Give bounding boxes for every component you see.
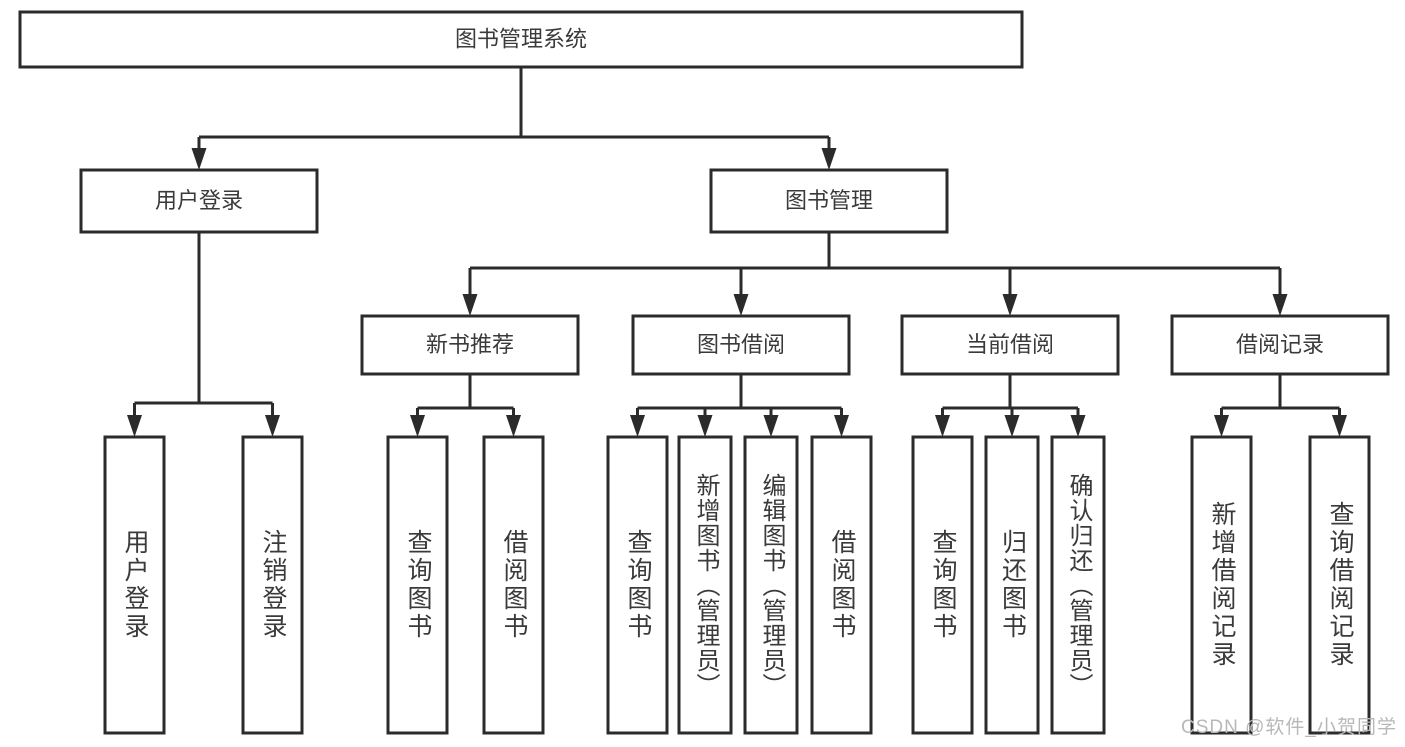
- node-leaf-query-record[interactable]: [1308, 435, 1371, 735]
- edge-user-login-to-leaf-logout-arrowhead: [265, 415, 280, 437]
- edge-bm-to-borrow-record-arrowhead: [1272, 294, 1288, 316]
- edge-bm-to-book-borrow-arrowhead: [733, 294, 749, 316]
- node-book-management-rect[interactable]: [709, 168, 949, 234]
- edge-borrow-record-to-leaf-add-record-arrowhead: [1214, 415, 1229, 437]
- edge-bm-to-current-borrow-arrowhead: [1002, 294, 1018, 316]
- node-user-login[interactable]: 用户登录: [79, 168, 319, 234]
- watermark-text: CSDN @软件_小贺同学: [1181, 717, 1397, 738]
- node-new-book-recommend-rect[interactable]: [360, 314, 580, 376]
- node-leaf-return-book-rect[interactable]: [984, 435, 1040, 735]
- node-book-borrow-rect[interactable]: [631, 314, 851, 376]
- edge-current-borrow-to-leaf-query-book-3-arrowhead: [935, 415, 950, 437]
- edge-root-to-book-management-arrowhead: [821, 148, 837, 170]
- edge-book-borrow-to-leaf-add-book-arrowhead: [697, 415, 713, 437]
- node-current-borrow-label: 当前借阅: [966, 332, 1054, 357]
- node-current-borrow[interactable]: 当前借阅: [900, 314, 1120, 376]
- node-leaf-logout[interactable]: [241, 435, 304, 735]
- node-leaf-borrow-book-2[interactable]: [810, 435, 873, 735]
- node-current-borrow-rect[interactable]: [900, 314, 1120, 376]
- node-leaf-query-book-2[interactable]: [606, 435, 669, 735]
- edge-book-borrow-to-leaf-edit-book-arrowhead: [763, 415, 779, 437]
- edge-book-borrow-to-leaf-query-book-2-arrowhead: [630, 415, 645, 437]
- node-leaf-user-login-rect[interactable]: [103, 435, 166, 735]
- node-leaf-borrow-book-1[interactable]: [482, 435, 545, 735]
- node-leaf-edit-book[interactable]: [743, 435, 799, 735]
- node-leaf-query-book-3[interactable]: [911, 435, 974, 735]
- node-user-login-label: 用户登录: [155, 188, 243, 213]
- node-leaf-add-book-rect[interactable]: [677, 435, 733, 735]
- node-borrow-record-label: 借阅记录: [1236, 332, 1324, 357]
- node-book-management-label: 图书管理: [785, 188, 873, 213]
- node-leaf-borrow-book-1-rect[interactable]: [482, 435, 545, 735]
- node-leaf-query-book-1-rect[interactable]: [386, 435, 449, 735]
- edge-bm-to-new-book-recommend-arrowhead: [462, 294, 478, 316]
- edge-current-borrow-to-leaf-return-book-arrowhead: [1004, 415, 1020, 437]
- node-borrow-record[interactable]: 借阅记录: [1170, 314, 1390, 376]
- node-leaf-query-record-rect[interactable]: [1308, 435, 1371, 735]
- node-new-book-recommend-label: 新书推荐: [426, 332, 514, 357]
- edge-root-to-user-login-arrowhead: [191, 148, 207, 170]
- node-book-borrow-label: 图书借阅: [697, 332, 785, 357]
- node-root-system[interactable]: 图书管理系统: [18, 10, 1024, 69]
- node-book-management[interactable]: 图书管理: [709, 168, 949, 234]
- node-leaf-logout-rect[interactable]: [241, 435, 304, 735]
- node-leaf-edit-book-rect[interactable]: [743, 435, 799, 735]
- edge-user-login-to-leaf-user-login-arrowhead: [127, 415, 142, 437]
- node-leaf-borrow-book-2-rect[interactable]: [810, 435, 873, 735]
- node-user-login-rect[interactable]: [79, 168, 319, 234]
- node-root-system-label: 图书管理系统: [455, 26, 587, 51]
- connectors-layer: [127, 67, 1347, 437]
- node-borrow-record-rect[interactable]: [1170, 314, 1390, 376]
- node-leaf-user-login[interactable]: [103, 435, 166, 735]
- node-leaf-query-book-1[interactable]: [386, 435, 449, 735]
- node-leaf-add-book[interactable]: [677, 435, 733, 735]
- edge-new-book-recommend-to-leaf-borrow-book-1-arrowhead: [506, 415, 521, 437]
- node-leaf-return-book[interactable]: [984, 435, 1040, 735]
- node-book-borrow[interactable]: 图书借阅: [631, 314, 851, 376]
- node-leaf-confirm-return[interactable]: [1050, 435, 1106, 735]
- edge-borrow-record-to-leaf-query-record-arrowhead: [1332, 415, 1347, 437]
- node-new-book-recommend[interactable]: 新书推荐: [360, 314, 580, 376]
- node-leaf-query-book-2-rect[interactable]: [606, 435, 669, 735]
- node-leaf-add-record[interactable]: [1190, 435, 1253, 735]
- edge-new-book-recommend-to-leaf-query-book-1-arrowhead: [410, 415, 425, 437]
- node-leaf-query-book-3-rect[interactable]: [911, 435, 974, 735]
- node-leaf-confirm-return-rect[interactable]: [1050, 435, 1106, 735]
- edge-book-borrow-to-leaf-borrow-book-2-arrowhead: [834, 415, 849, 437]
- node-leaf-add-record-rect[interactable]: [1190, 435, 1253, 735]
- edge-current-borrow-to-leaf-confirm-return-arrowhead: [1070, 415, 1086, 437]
- node-root-system-rect[interactable]: [18, 10, 1024, 69]
